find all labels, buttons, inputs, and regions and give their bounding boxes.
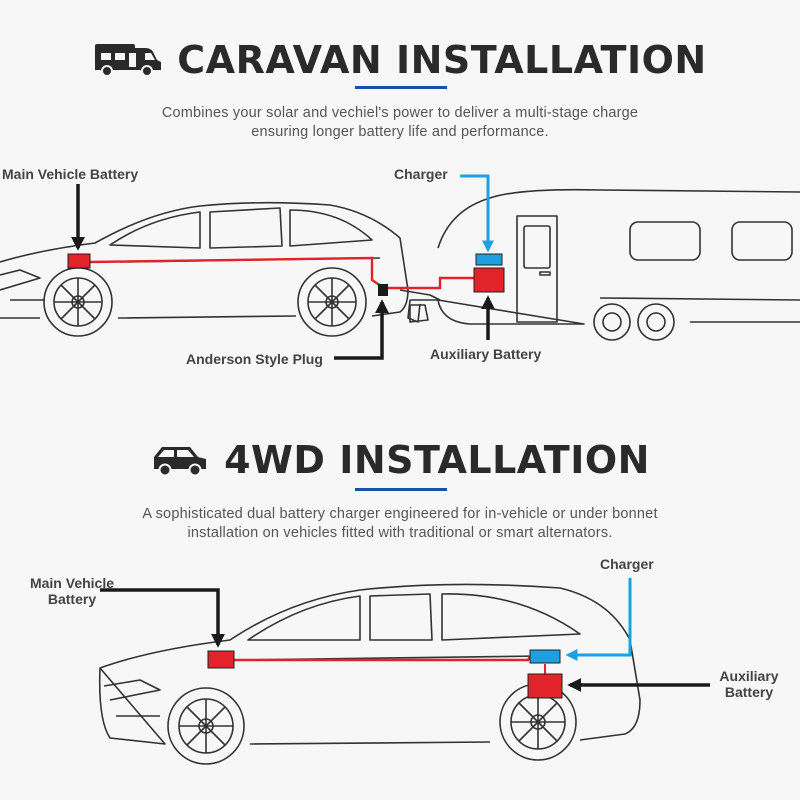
fourwd-aux-battery xyxy=(527,673,563,699)
fourwd-title: 4WD INSTALLATION xyxy=(224,438,650,482)
fourwd-charger-label: Charger xyxy=(600,556,654,572)
caravan-charger-arrow xyxy=(460,174,494,253)
caravan-anderson-plug-arrow xyxy=(334,299,389,360)
fourwd-aux-battery-label-line2: Battery xyxy=(724,684,774,700)
caravan-heading: CARAVAN INSTALLATION xyxy=(0,38,800,82)
caravan-aux-battery xyxy=(473,267,505,293)
caravan-subtitle: Combines your solar and vechiel's power … xyxy=(0,104,800,142)
motorhome-icon xyxy=(95,44,162,77)
caravan-wiring xyxy=(89,256,474,290)
caravan-main-battery-label: Main Vehicle Battery xyxy=(2,166,139,182)
fourwd-main-battery-label-line1: Main Vehicle xyxy=(29,575,115,591)
fourwd-main-battery xyxy=(207,650,235,669)
fourwd-aux-battery-label-line1: Auxiliary xyxy=(719,668,779,684)
fourwd-subtitle-line1: A sophisticated dual battery charger eng… xyxy=(142,506,658,522)
fourwd-main-battery-label-line2: Battery xyxy=(47,591,97,607)
fourwd-main-battery-label: Main Vehicle Battery xyxy=(22,575,122,607)
fourwd-charger-arrow xyxy=(565,578,632,661)
caravan-subtitle-line1: Combines your solar and vechiel's power … xyxy=(161,105,639,121)
fourwd-main-battery-arrow xyxy=(100,588,225,648)
caravan-title: CARAVAN INSTALLATION xyxy=(177,38,707,82)
fourwd-title-underline xyxy=(355,488,447,491)
caravan-aux-battery-label: Auxiliary Battery xyxy=(430,346,542,362)
caravan-car xyxy=(0,201,441,337)
fourwd-heading: 4WD INSTALLATION xyxy=(0,438,800,482)
caravan-anderson-plug-label: Anderson Style Plug xyxy=(186,351,323,367)
suv-icon xyxy=(154,447,207,477)
caravan-charger-label: Charger xyxy=(394,166,448,182)
caravan-subtitle-line2: ensuring longer battery life and perform… xyxy=(251,124,549,140)
caravan-charger xyxy=(475,253,503,266)
fourwd-subtitle-line2: installation on vehicles fitted with tra… xyxy=(187,525,613,541)
fourwd-wiring xyxy=(234,655,532,662)
fourwd-subtitle: A sophisticated dual battery charger eng… xyxy=(0,505,800,543)
fourwd-charger xyxy=(529,649,561,664)
caravan-title-underline xyxy=(355,86,447,89)
caravan-anderson-plug xyxy=(378,284,388,296)
fourwd-aux-battery-label: Auxiliary Battery xyxy=(712,668,786,700)
caravan-trailer xyxy=(407,188,800,341)
caravan-main-battery xyxy=(67,253,91,269)
